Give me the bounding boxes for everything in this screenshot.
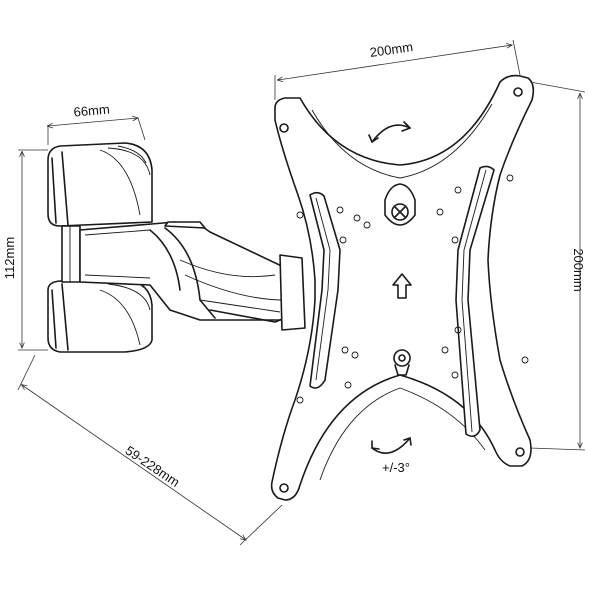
wall-plate — [47, 142, 153, 353]
extension-label: 59-228mm — [123, 443, 183, 490]
dimension-lines — [17, 39, 586, 546]
vesa-plate — [270, 74, 535, 501]
arm-height-label: 112mm — [2, 237, 17, 279]
extension-arm — [79, 221, 306, 331]
tilt-label: +/-3° — [382, 460, 410, 475]
up-arrow-icon — [392, 273, 412, 299]
plate-width-label: 200mm — [369, 39, 414, 60]
screw-icon — [384, 183, 416, 226]
tilt-knob-icon — [393, 349, 411, 376]
rotate-arrow-icon — [368, 121, 411, 143]
rotate-arrow-icon — [371, 437, 412, 454]
arm-width-label: 66mm — [73, 101, 110, 119]
plate-height-label: 200mm — [571, 248, 586, 291]
